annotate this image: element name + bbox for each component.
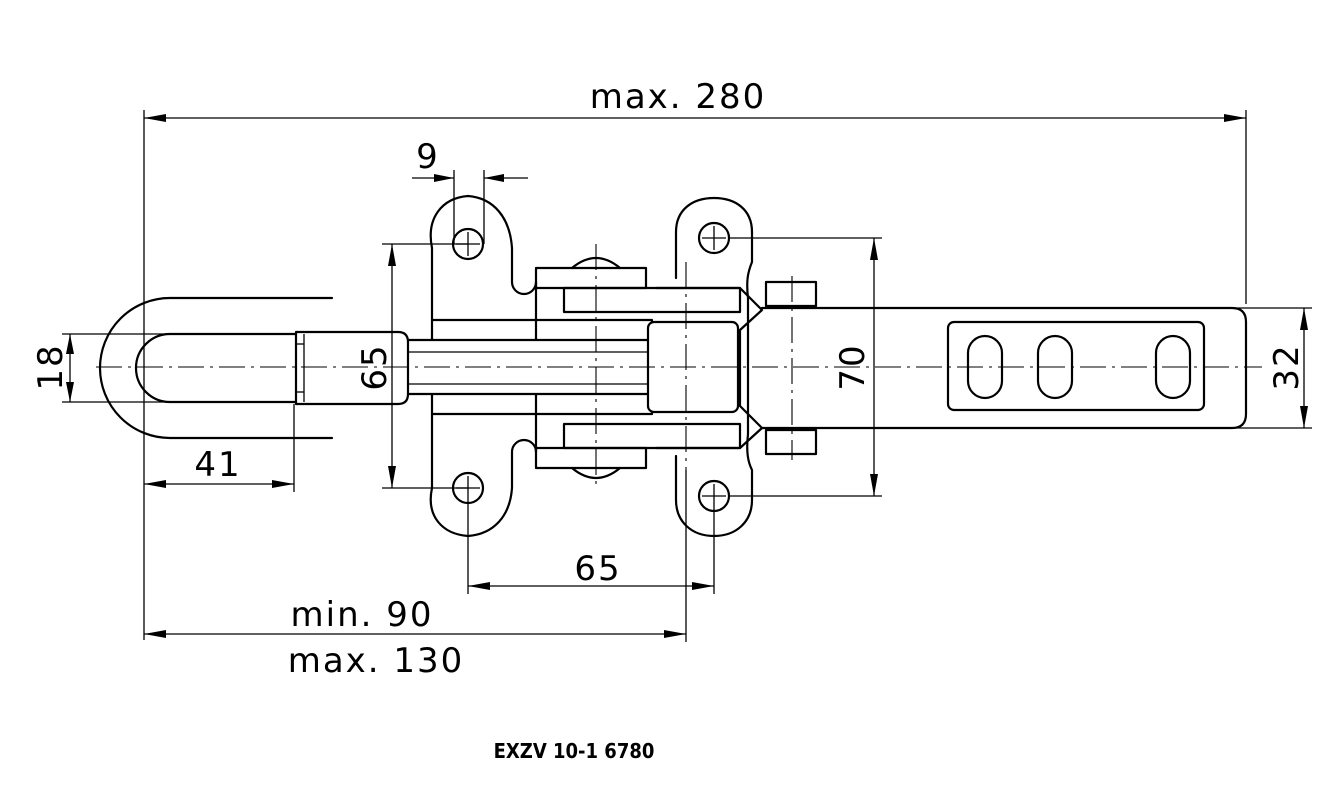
dim-overall-length: max. 280 <box>590 77 767 117</box>
part-code: EXZV 10-1 6780 <box>494 739 655 763</box>
mounting-hole <box>697 221 731 255</box>
upper-washer <box>534 266 648 290</box>
handle <box>760 306 1248 430</box>
u-loop-inner <box>134 332 300 404</box>
dim-base-height: 70 <box>833 343 873 390</box>
dim-stroke-min: min. 90 <box>291 595 434 635</box>
lower-pin-head <box>570 466 622 480</box>
dim-hole-diameter: 9 <box>416 137 440 177</box>
dimension-lines <box>62 110 1312 642</box>
dim-handle-width: 32 <box>1267 343 1307 390</box>
dim-loop-length: 41 <box>194 445 241 485</box>
u-loop-outer <box>98 296 334 440</box>
lower-washer <box>534 446 648 470</box>
upper-link <box>562 286 742 314</box>
dim-stroke-max: max. 130 <box>288 641 465 681</box>
dim-bracket-height: 65 <box>355 343 395 390</box>
clamp-part <box>98 194 1248 538</box>
center-lines <box>96 244 1262 490</box>
lower-link <box>562 422 742 450</box>
right-upper-pin <box>764 280 818 308</box>
handle-grip <box>946 320 1206 412</box>
clevis-fork <box>654 286 764 450</box>
dim-loop-width: 18 <box>31 343 71 390</box>
right-lower-pin <box>764 428 818 456</box>
threaded-sleeve <box>294 330 410 406</box>
dimension-labels: max. 280 9 65 18 41 70 32 65 min. 90 max… <box>31 77 1307 763</box>
dim-hole-spacing: 65 <box>574 549 621 589</box>
